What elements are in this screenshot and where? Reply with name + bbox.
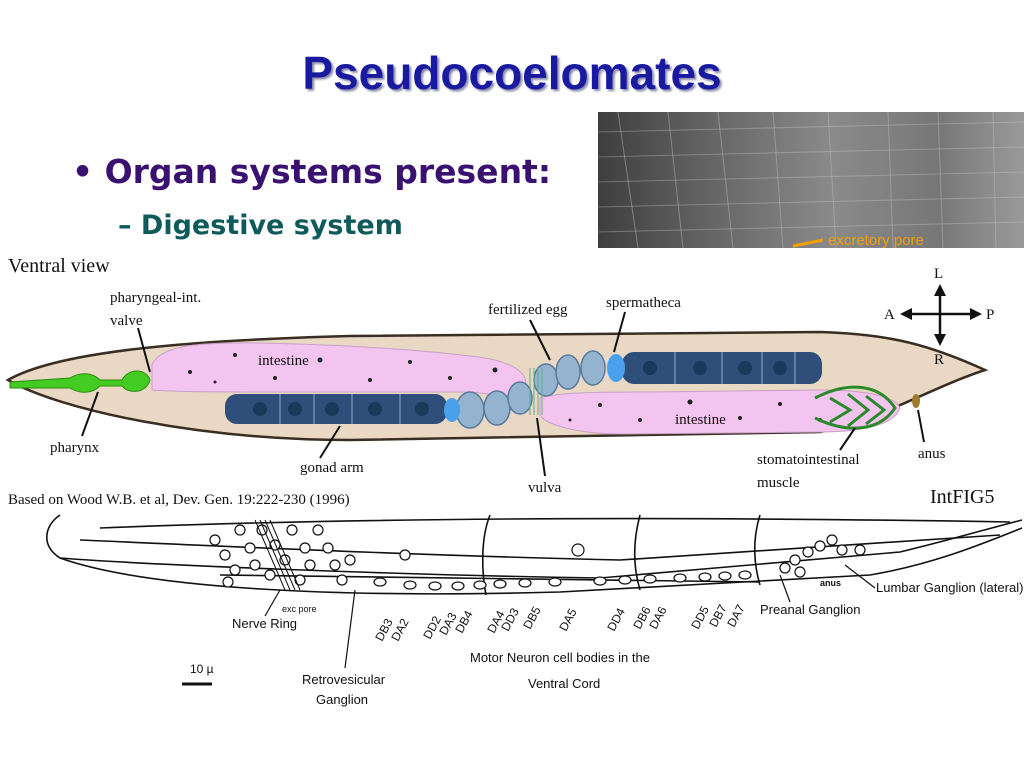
neuron-DB7: DB7: [706, 602, 729, 629]
scale-label: 10 µ: [190, 662, 214, 676]
pharynx-shape: [9, 370, 151, 393]
leader-nerve-ring: [264, 589, 281, 617]
neuron-DA7: DA7: [724, 602, 747, 629]
leader-pharynx: [81, 391, 99, 437]
label-nerve-ring: Nerve Ring: [232, 616, 297, 631]
leader-egg: [529, 319, 551, 361]
label-motor-2: Ventral Cord: [528, 676, 600, 691]
intestine-top: [151, 342, 527, 397]
leader-retro: [344, 589, 356, 669]
compass-P: P: [986, 307, 994, 323]
eggs: [455, 350, 606, 429]
neuron-DA2: DA2: [388, 616, 411, 643]
label-pharyngeal-valve-1: pharyngeal-int.: [110, 290, 201, 306]
ventral-view-heading: Ventral view: [8, 255, 110, 277]
leader-vulva: [536, 417, 546, 477]
gonad-nuclei-top: [643, 361, 787, 375]
label-preanal: Preanal Ganglion: [760, 602, 860, 617]
neuron-id-labels: DB3 DA2 DD2 DA3 DB4 DA4 DD3 DB5 DA5 DD4 …: [372, 602, 747, 643]
label-vulva: vulva: [528, 480, 562, 496]
intestine-bottom: [539, 389, 901, 435]
compass-R: R: [934, 352, 944, 368]
leader-anus: [917, 409, 925, 443]
neuron-DB4: DB4: [452, 608, 475, 635]
nerve-ring-cells: [209, 524, 356, 588]
sem-photo: excretory pore: [598, 112, 1024, 248]
compass-A: A: [884, 307, 895, 323]
leader-valve: [137, 327, 151, 373]
sem-texture: [598, 112, 1024, 248]
gonad-dividers-bottom: [279, 394, 401, 424]
label-motor-1: Motor Neuron cell bodies in the: [470, 650, 650, 665]
label-retro-1: Retrovesicular: [302, 672, 386, 687]
label-anus-small: anus: [820, 578, 841, 588]
stomatointestinal-muscle-shape: [814, 385, 897, 430]
label-spermatheca: spermatheca: [606, 295, 681, 311]
neuron-DA6: DA6: [646, 604, 669, 631]
neuron-DD4: DD4: [604, 605, 628, 633]
neuron-DA5: DA5: [556, 606, 579, 633]
label-fertilized-egg: fertilized egg: [488, 302, 568, 318]
spermatheca-top: [607, 354, 625, 382]
bullet-text: Organ systems present:: [104, 152, 552, 191]
figure-id: IntFIG5: [930, 486, 994, 508]
label-intestine-bottom: intestine: [675, 412, 726, 428]
leader-preanal: [779, 574, 791, 603]
vulva-lines: [529, 368, 543, 415]
excretory-pore-arrow: [792, 238, 824, 248]
bullet-organ-systems: • Organ systems present:: [72, 152, 552, 191]
subbullet-text: Digestive system: [140, 210, 403, 241]
gonad-dividers-top: [674, 352, 796, 384]
compass-L: L: [934, 266, 943, 282]
label-stomatointestinal-2: muscle: [757, 475, 800, 491]
label-retro-2: Ganglion: [316, 692, 368, 707]
intestine-dots: [188, 353, 822, 422]
label-gonad-arm: gonad arm: [300, 460, 364, 476]
label-intestine-top: intestine: [258, 353, 309, 369]
nerve-ring-fibers: [254, 519, 301, 591]
leader-gonad: [319, 425, 341, 459]
subbullet-digestive: – Digestive system: [118, 210, 403, 241]
orientation-compass: L A P R: [884, 266, 994, 368]
label-exc-pore: exc pore: [282, 604, 317, 614]
neuron-DB5: DB5: [520, 604, 543, 631]
gonad-nuclei-bottom: [253, 402, 429, 416]
neuron-DD3: DD3: [498, 605, 522, 633]
label-stomatointestinal-1: stomatointestinal: [757, 452, 860, 468]
spermatheca-bottom: [444, 398, 460, 422]
label-anus: anus: [918, 446, 946, 462]
label-lumbar: Lumbar Ganglion (lateral): [876, 580, 1023, 595]
ventral-cord-cells: [373, 543, 752, 591]
lumbar-cells: [779, 534, 866, 578]
excretory-pore-label: excretory pore: [828, 232, 924, 248]
slide-title: Pseudocoelomates: [302, 47, 722, 99]
leader-lumbar: [844, 564, 876, 589]
label-pharyngeal-valve-2: valve: [110, 313, 143, 329]
anus-dot: [912, 394, 920, 408]
label-pharynx: pharynx: [50, 440, 100, 456]
leader-muscle: [839, 427, 856, 451]
leader-spermatheca: [613, 311, 626, 353]
citation: Based on Wood W.B. et al, Dev. Gen. 19:2…: [8, 492, 350, 508]
